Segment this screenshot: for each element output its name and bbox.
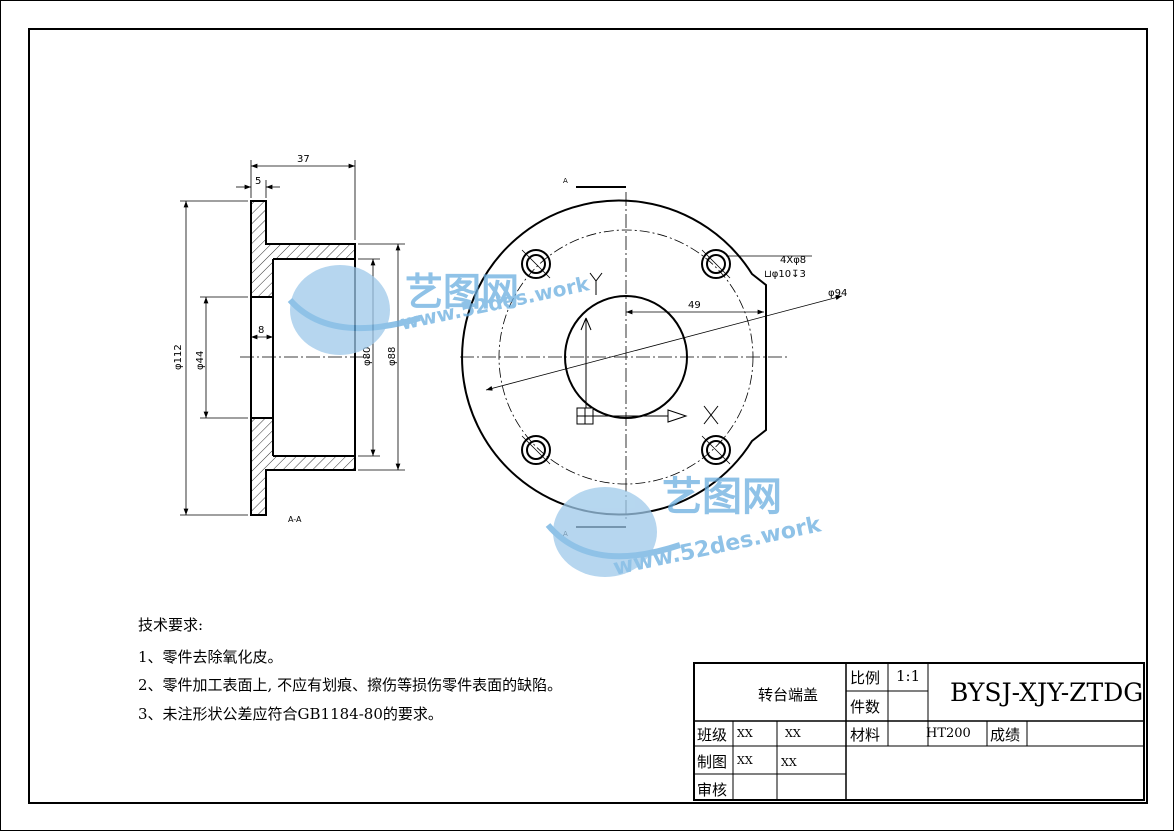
flange-outline [461,199,767,516]
dim-37-lines [250,160,356,240]
drawn-value-2: XX [781,756,797,769]
scale-label: 比例 [850,669,881,687]
dim-94: φ94 [828,288,847,299]
part-name: 转台端盖 [758,686,819,704]
watermark-bottom: 艺图网 www.52des.work [545,474,825,581]
dim-112: φ112 [173,344,184,370]
title-block-grid [693,662,1145,801]
dim-80: φ80 [362,347,373,366]
class-value-2: XX [785,727,801,740]
dim-8: 8 [258,325,264,336]
tech-requirements-title: 技术要求: [138,616,204,634]
tech-requirement-1: 1、零件去除氧化皮。 [138,648,283,666]
drawing-number: BYSJ-XJY-ZTDG [950,678,1144,707]
section-view [180,160,405,516]
front-view [460,186,843,528]
review-label: 审核 [697,781,728,799]
quantity-label: 件数 [850,698,881,716]
drawing-frame [28,28,1148,804]
hatch-upper [251,201,355,297]
section-label: A-A [288,515,302,524]
counterbore-callout: ⊔φ10↧3 [764,269,806,280]
scale-value: 1:1 [896,667,921,685]
dim-49: 49 [688,300,701,311]
view-marker-top: A [563,177,568,185]
hatch-lower [251,418,355,515]
material-value: HT200 [926,726,971,741]
watermark-top: 艺图网 www.52des.work [287,265,592,355]
material-label: 材料 [850,726,881,744]
tech-requirement-3: 3、未注形状公差应符合GB1184-80的要求。 [138,705,443,723]
class-label: 班级 [697,726,728,744]
section-outline [250,200,356,516]
class-value-1: XX [737,727,753,740]
dim-37: 37 [297,154,310,165]
drawn-label: 制图 [697,753,728,771]
svg-text:艺图网: 艺图网 [405,270,519,314]
drawn-value-1: XX [737,754,753,767]
dim-88: φ88 [387,347,398,366]
grade-label: 成绩 [990,726,1021,744]
hole-callout: 4Xφ8 [780,255,806,266]
tech-requirement-2: 2、零件加工表面上, 不应有划痕、擦伤等损伤零件表面的缺陷。 [138,676,563,694]
dim-44: φ44 [195,351,206,370]
ucs-icon [576,272,719,425]
bolt-holes [521,249,731,465]
dim-5: 5 [255,176,261,187]
svg-text:艺图网: 艺图网 [662,474,782,520]
